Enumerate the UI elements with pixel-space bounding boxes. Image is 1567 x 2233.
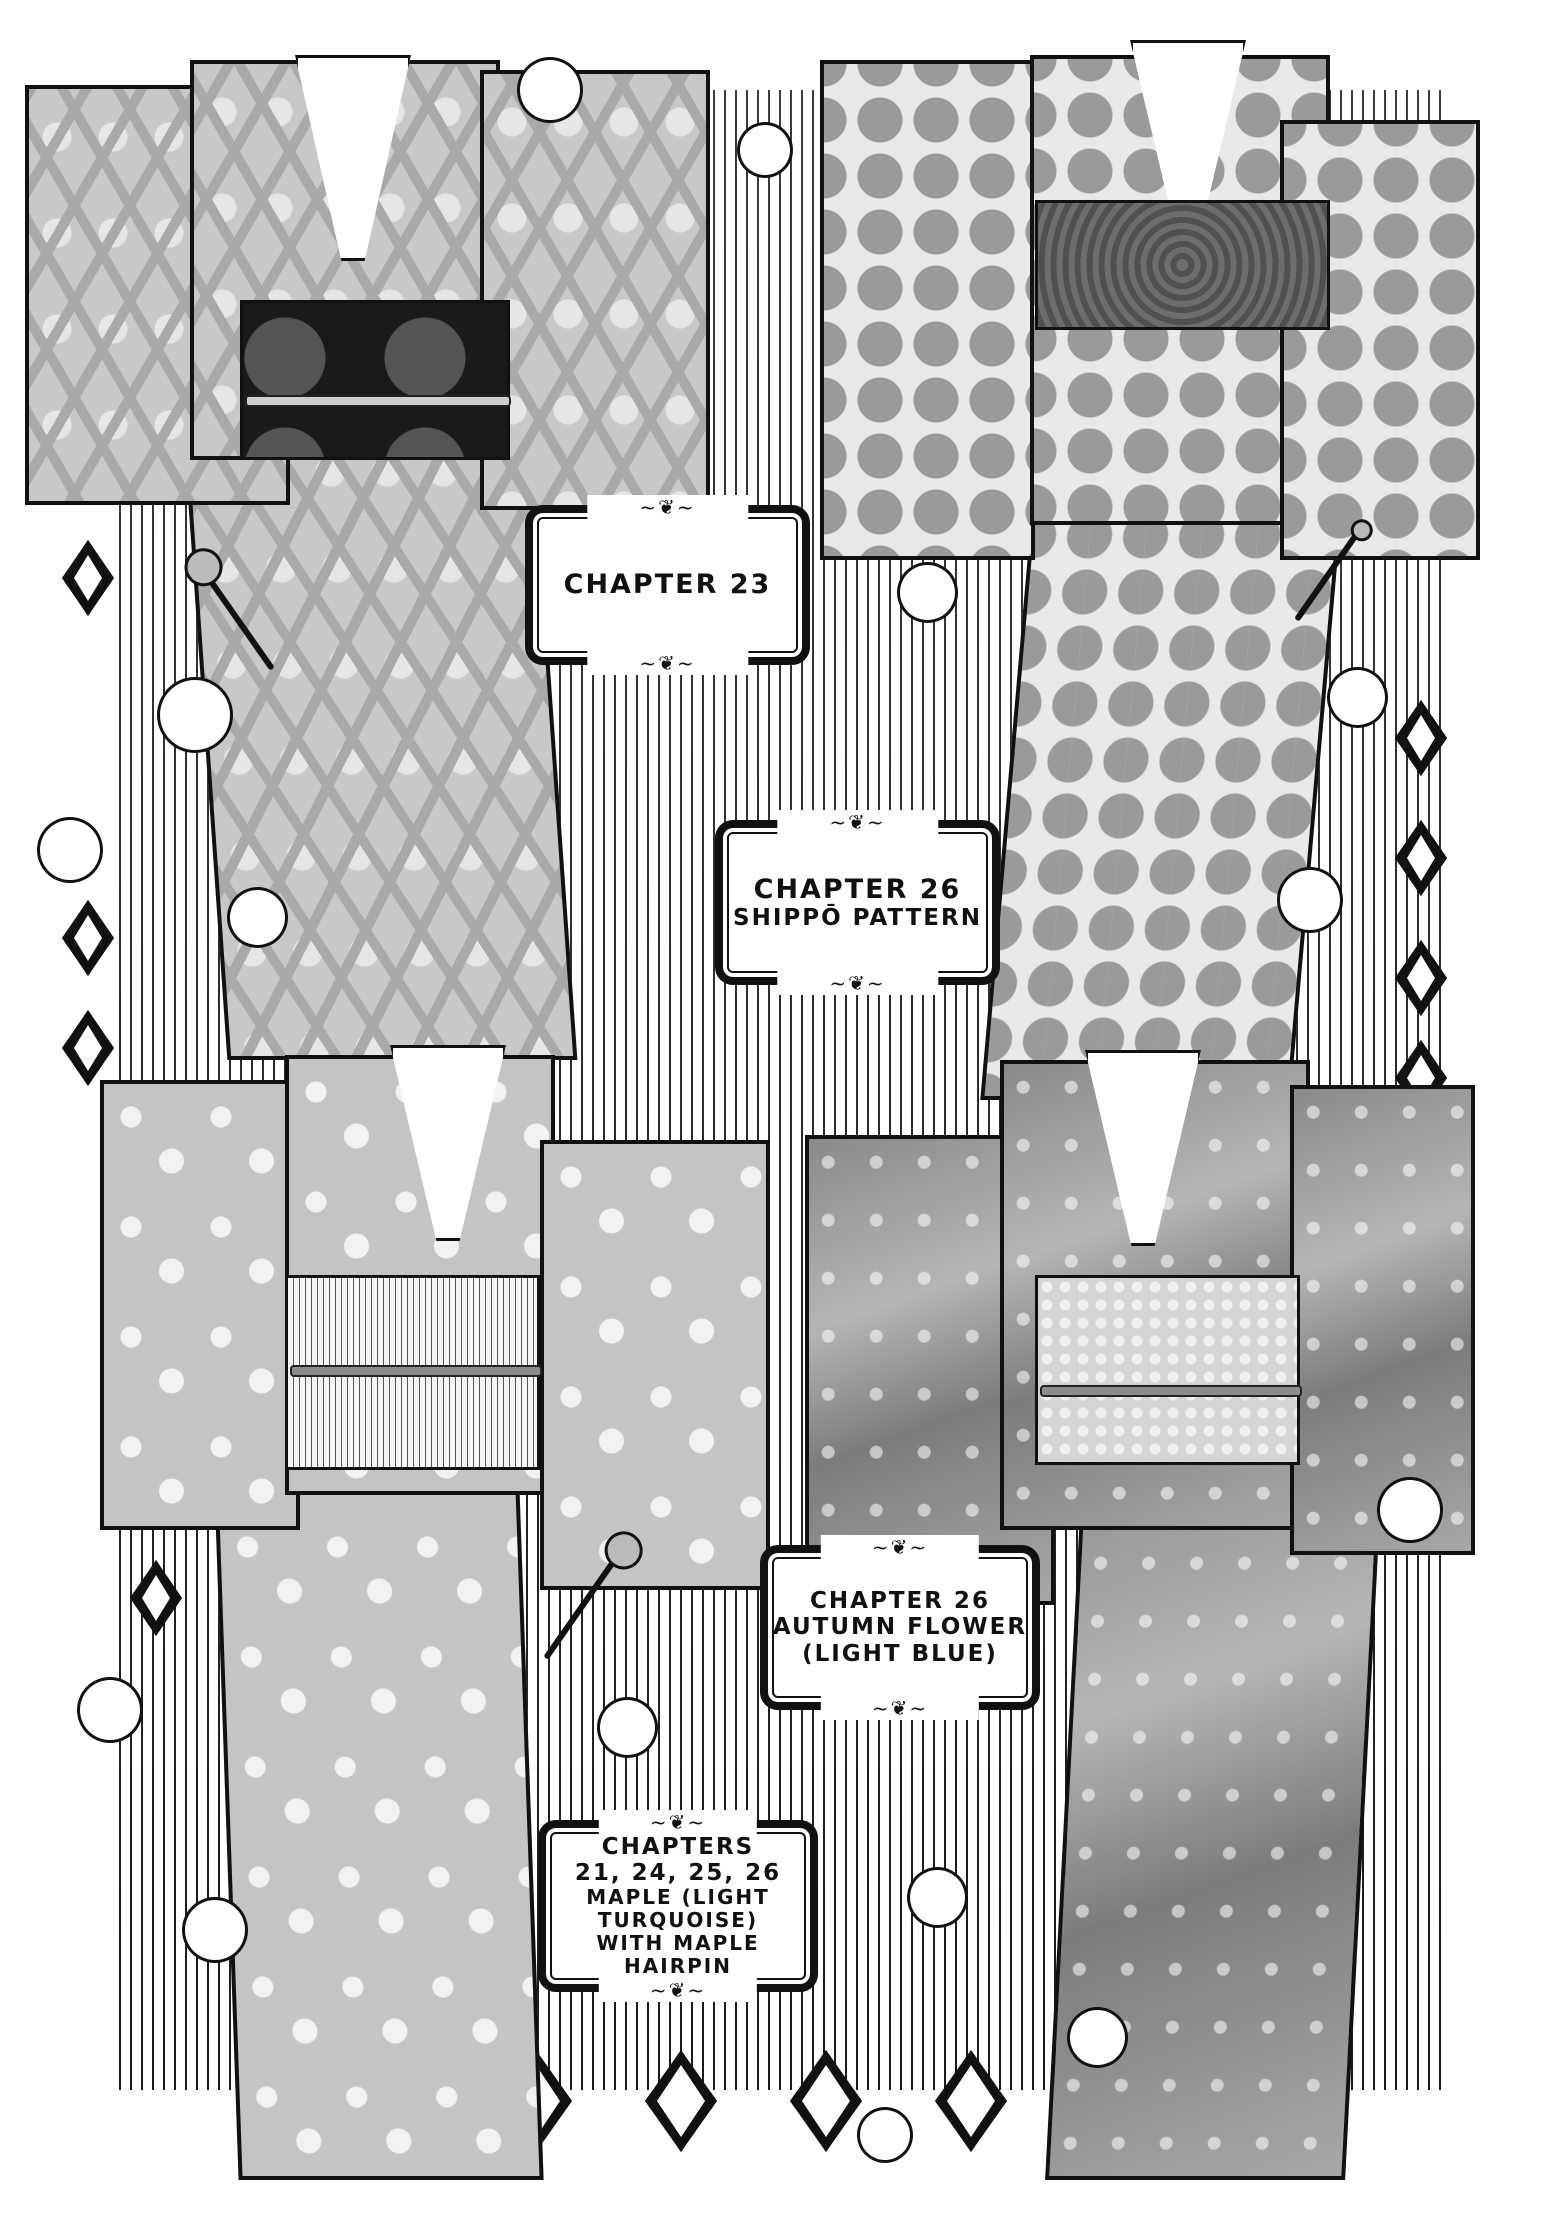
- cosmos-flower-icon: [520, 60, 580, 120]
- scroll-ornament-icon: ~❦~: [586, 651, 749, 675]
- caption-line: CHAPTER 26: [753, 873, 962, 905]
- cosmos-flower-icon: [860, 2110, 910, 2160]
- kimono-body: [182, 420, 578, 1060]
- cosmos-flower-icon: [230, 890, 285, 945]
- obi-sash: [1035, 200, 1330, 330]
- cosmos-flower-icon: [1280, 870, 1340, 930]
- cosmos-flower-icon: [900, 565, 955, 620]
- caption-line: SHIPPŌ PATTERN: [733, 904, 982, 931]
- scroll-ornament-icon: ~❦~: [776, 810, 939, 834]
- caption-line: CHAPTER 23: [563, 569, 772, 601]
- kimono-left-sleeve: [820, 60, 1035, 560]
- obijime-cord: [245, 395, 511, 407]
- caption-chapter-26-autumn: ~❦~ CHAPTER 26 AUTUMN FLOWER (LIGHT BLUE…: [760, 1535, 1040, 1720]
- scroll-ornament-icon: ~❦~: [598, 1978, 758, 2002]
- cosmos-flower-icon: [910, 1870, 965, 1925]
- cosmos-flower-icon: [600, 1700, 655, 1755]
- kimono-right-sleeve: [1280, 120, 1480, 560]
- caption-line: MAPLE (LIGHT: [586, 1885, 770, 1910]
- caption-line: 21, 24, 25, 26: [574, 1860, 782, 1886]
- cosmos-flower-icon: [1380, 1480, 1440, 1540]
- cosmos-flower-icon: [185, 1900, 245, 1960]
- diamond-border-icon: [62, 540, 114, 616]
- cosmos-flower-icon: [40, 820, 100, 880]
- scroll-ornament-icon: ~❦~: [776, 971, 939, 995]
- caption-line: AUTUMN FLOWER: [772, 1614, 1028, 1641]
- scroll-ornament-icon: ~❦~: [598, 1810, 758, 1834]
- obi-sash: [240, 300, 510, 460]
- caption-chapters-maple: ~❦~ CHAPTERS 21, 24, 25, 26 MAPLE (LIGHT…: [538, 1810, 818, 2002]
- cosmos-flower-icon: [160, 680, 230, 750]
- caption-chapter-23: ~❦~ CHAPTER 23 ~❦~: [525, 495, 810, 675]
- cosmos-flower-icon: [1070, 2010, 1125, 2065]
- caption-line: TURQUOISE): [597, 1908, 759, 1933]
- scroll-ornament-icon: ~❦~: [586, 495, 749, 519]
- kimono-right-sleeve: [480, 70, 710, 510]
- kimono-right-sleeve: [540, 1140, 770, 1590]
- diamond-border-icon: [62, 1010, 114, 1086]
- cosmos-flower-icon: [740, 125, 790, 175]
- scroll-ornament-icon: ~❦~: [820, 1535, 980, 1559]
- scroll-ornament-icon: ~❦~: [820, 1696, 980, 1720]
- caption-chapter-26-shippo: ~❦~ CHAPTER 26 SHIPPŌ PATTERN ~❦~: [715, 810, 1000, 995]
- cosmos-flower-icon: [80, 1680, 140, 1740]
- cosmos-flower-icon: [1330, 670, 1385, 725]
- obi-sash: [1035, 1275, 1300, 1465]
- kimono-right-sleeve: [1290, 1085, 1475, 1555]
- kimono-left-sleeve: [100, 1080, 300, 1530]
- caption-line: WITH MAPLE HAIRPIN: [596, 1931, 760, 1979]
- obijime-cord: [290, 1365, 542, 1377]
- caption-line: CHAPTERS: [601, 1833, 755, 1860]
- diamond-border-icon: [62, 900, 114, 976]
- caption-line: CHAPTER 26: [810, 1587, 990, 1614]
- caption-line: (LIGHT BLUE): [802, 1640, 998, 1667]
- obijime-cord: [1040, 1385, 1302, 1397]
